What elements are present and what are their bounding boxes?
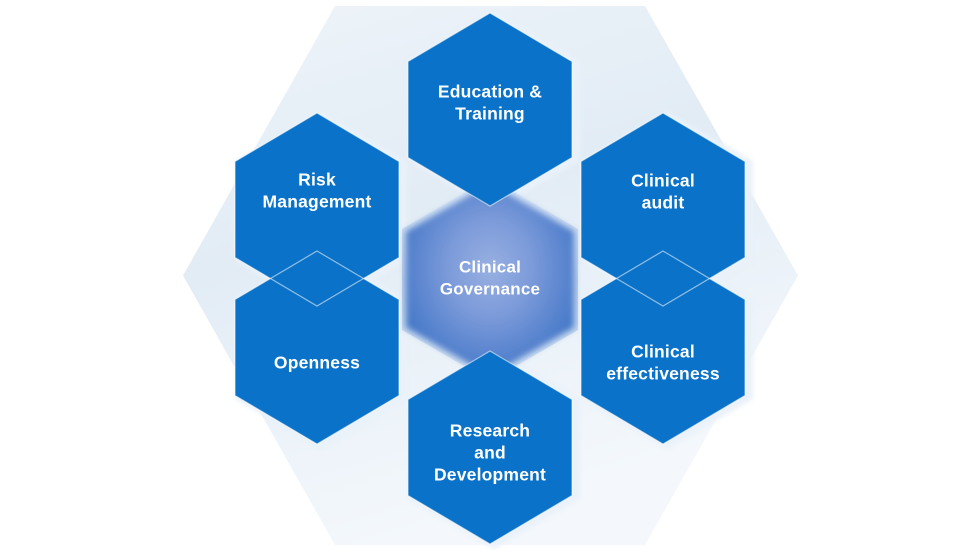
clinical-governance-fill (406, 183, 574, 376)
label-research-and-development-line-2: and (474, 443, 506, 463)
label-research-and-development-line-3: Development (434, 465, 546, 485)
hexagon-clinical-audit[interactable]: Clinical audit (581, 113, 745, 306)
label-clinical-effectiveness-line-1: Clinical (631, 342, 695, 362)
label-openness: Openness (274, 353, 360, 373)
label-clinical-governance-line-2: Governance (440, 279, 540, 298)
label-clinical-effectiveness-line-2: effectiveness (606, 364, 720, 384)
risk-management-shape (235, 113, 399, 306)
clinical-effectiveness-shape (581, 251, 745, 444)
hexagon-education-and-training[interactable]: Education & Training (408, 13, 572, 206)
label-education-and-training-line-2: Training (455, 104, 525, 124)
hexagon-seam-highlights (234, 12, 746, 545)
label-education-and-training-line-1: Education & (438, 82, 542, 102)
label-clinical-audit-line-2: audit (642, 193, 685, 213)
hexagon-clinical-effectiveness[interactable]: Clinical effectiveness (581, 251, 745, 444)
label-clinical-audit-line-1: Clinical (631, 171, 695, 191)
label-research-and-development-line-1: Research (450, 421, 530, 441)
openness-shape (235, 251, 399, 444)
education-and-training-shape (408, 13, 572, 206)
label-clinical-governance-line-1: Clinical (459, 257, 521, 276)
hexagon-clinical-governance[interactable]: Clinical Governance (402, 178, 578, 381)
hexagon-research-and-development[interactable]: Research and Development (408, 351, 572, 544)
label-risk-management-line-2: Management (263, 192, 372, 212)
hexagon-openness[interactable]: Openness (235, 251, 399, 444)
research-and-development-shape (408, 351, 572, 544)
hexagon-risk-management[interactable]: Risk Management (235, 113, 399, 306)
label-risk-management-line-1: Risk (298, 170, 336, 190)
clinical-audit-shape (581, 113, 745, 306)
